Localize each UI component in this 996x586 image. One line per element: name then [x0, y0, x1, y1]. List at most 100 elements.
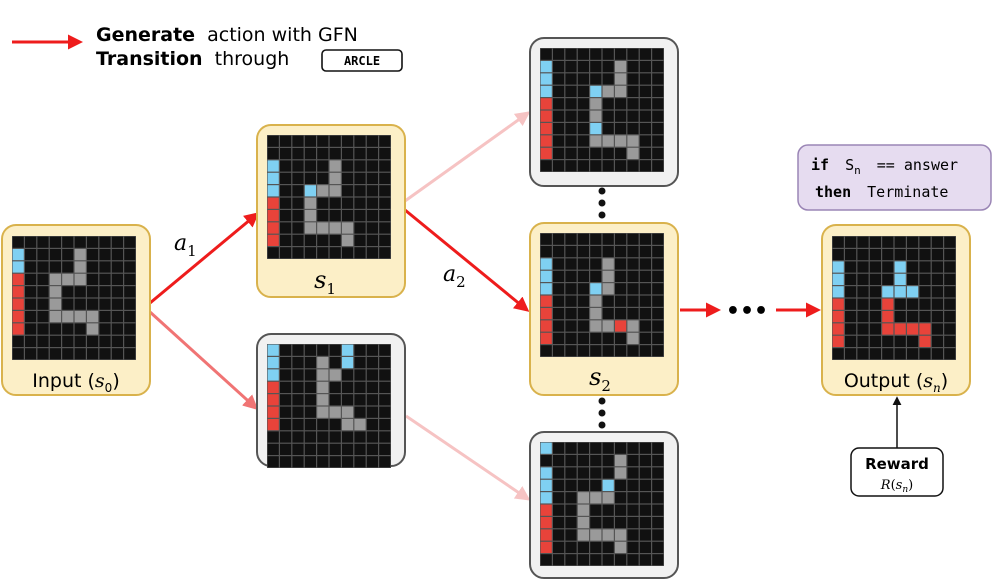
grid-cell: [639, 455, 651, 467]
grid-cell: [62, 348, 74, 360]
grid-cell: [652, 517, 664, 529]
terminate-box-frame: [797, 144, 992, 211]
grid-cell: [99, 323, 111, 335]
grid-cell: [857, 311, 869, 323]
grid-cell: [857, 273, 869, 285]
grid-cell: [639, 123, 651, 135]
grid-cell: [590, 467, 602, 479]
grid-cell: [652, 345, 664, 357]
grid-cell: [602, 295, 614, 307]
grid-cell: [602, 442, 614, 454]
grid-cell: [354, 197, 366, 209]
grid-cell: [907, 261, 919, 273]
grid-cell: [615, 541, 627, 553]
grid-cell: [907, 311, 919, 323]
grid-cell: [329, 222, 341, 234]
grid-cell: [553, 147, 565, 159]
grid-cell: [615, 98, 627, 110]
grid-cell: [124, 261, 136, 273]
grid-cell: [894, 335, 906, 347]
grid-cell: [602, 479, 614, 491]
grid-cell: [317, 172, 329, 184]
grid-cell: [602, 135, 614, 147]
grid-cell: [577, 160, 589, 172]
grid-cell: [565, 98, 577, 110]
grid-cell: [615, 308, 627, 320]
grid-cell: [869, 348, 881, 360]
grid-cell: [845, 298, 857, 310]
grid-cell: [292, 443, 304, 455]
grid-cell: [602, 455, 614, 467]
grid-cell: [379, 222, 391, 234]
grid-cell: [366, 406, 378, 418]
grid-cell: [540, 98, 552, 110]
grid-cell: [304, 135, 316, 147]
grid-cell: [49, 261, 61, 273]
legend: Generate action with GFN Transition thro…: [12, 24, 403, 72]
grid-cell: [602, 61, 614, 73]
grid-cell: [366, 394, 378, 406]
grid-cell: [652, 332, 664, 344]
grid-cell: [540, 147, 552, 159]
grid-cell: [590, 455, 602, 467]
grid-cell: [627, 295, 639, 307]
grid-cell: [869, 298, 881, 310]
grid-cell: [882, 261, 894, 273]
grid-cell: [907, 335, 919, 347]
grid-cell: [553, 258, 565, 270]
grid-cell: [627, 529, 639, 541]
grid-cell: [627, 85, 639, 97]
legend-transition-bold: Transition: [96, 48, 203, 70]
grid-cell: [280, 394, 292, 406]
grid-cell: [366, 172, 378, 184]
grid-cell: [87, 236, 99, 248]
grid-cell: [565, 504, 577, 516]
grid-cell: [832, 348, 844, 360]
grid-cell: [267, 234, 279, 246]
grid-cell: [639, 283, 651, 295]
grid-cell: [267, 247, 279, 259]
grid-cell: [267, 456, 279, 468]
grid-cell: [366, 443, 378, 455]
grid-cell: [329, 443, 341, 455]
grid-cell: [124, 249, 136, 261]
grid-s2a: [540, 48, 664, 172]
grid-cell: [882, 348, 894, 360]
grid-cell: [111, 249, 123, 261]
grid-cell: [366, 369, 378, 381]
grid-cell: [602, 345, 614, 357]
grid-cell: [894, 273, 906, 285]
grid-cell: [366, 456, 378, 468]
grid-cell: [37, 311, 49, 323]
grid-cell: [111, 335, 123, 347]
grid-cell: [87, 261, 99, 273]
grid-cell: [292, 135, 304, 147]
grid-cell: [590, 270, 602, 282]
grid-cell: [366, 247, 378, 259]
grid-cell: [540, 467, 552, 479]
grid-cell: [652, 467, 664, 479]
grid-cell: [62, 298, 74, 310]
grid-cell: [627, 246, 639, 258]
grid-cell: [602, 246, 614, 258]
grid-cell: [354, 172, 366, 184]
grid-cell: [366, 381, 378, 393]
grid-cell: [590, 479, 602, 491]
grid-cell: [540, 61, 552, 73]
grid-cell: [639, 295, 651, 307]
grid-cell: [944, 323, 956, 335]
grid-cell: [944, 286, 956, 298]
grid-cell: [577, 541, 589, 553]
grid-cell: [602, 233, 614, 245]
svg-text:a2: a2: [443, 262, 466, 291]
grid-cell: [907, 298, 919, 310]
grid-cell: [292, 148, 304, 160]
grid-cell: [894, 348, 906, 360]
grid-cell: [329, 135, 341, 147]
grid-cell: [267, 210, 279, 222]
card-s1b: [256, 333, 406, 468]
grid-cell: [590, 246, 602, 258]
grid-cell: [304, 431, 316, 443]
grid-cell: [317, 222, 329, 234]
grid-cell: [354, 222, 366, 234]
